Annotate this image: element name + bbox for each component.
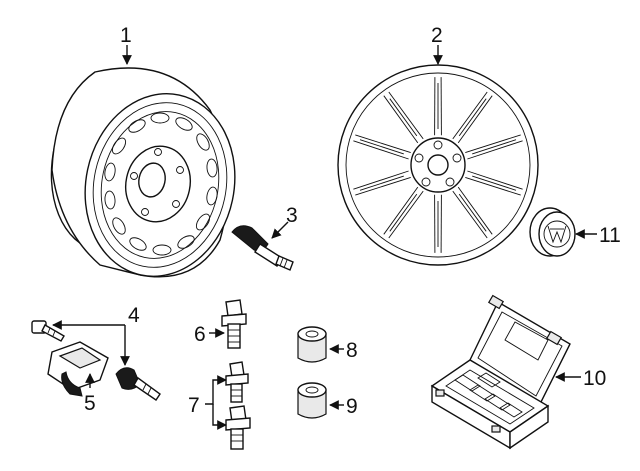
- callout-3: 3: [286, 204, 298, 227]
- spoke-edge: [457, 186, 493, 235]
- callout-9: 9: [346, 395, 358, 418]
- callout-5: 5: [84, 392, 96, 415]
- spokes: [353, 77, 523, 253]
- spoke-edge: [355, 134, 411, 154]
- callout-1: 1: [120, 24, 132, 47]
- callout-6: 6: [194, 323, 206, 346]
- tpms-valve: [115, 367, 161, 401]
- tpms-screw: [31, 320, 65, 342]
- callout-8: 8: [346, 339, 358, 362]
- spoke-groove: [359, 175, 404, 191]
- spoke-groove: [389, 98, 418, 137]
- steel-wheel: [50, 67, 236, 278]
- spoke-groove: [458, 98, 487, 137]
- tool-case: [430, 294, 571, 450]
- spoke-edge: [388, 190, 424, 239]
- spoke-edge: [355, 176, 411, 196]
- spoke-edge: [388, 91, 424, 140]
- center-cap: [529, 207, 576, 257]
- wheel-lock: [297, 326, 327, 363]
- callout-11: 11: [599, 224, 621, 247]
- spoke-edge: [457, 95, 493, 144]
- spoke-edge: [353, 140, 409, 160]
- lug-bolt-upper: [225, 361, 249, 403]
- lock-key: [297, 382, 327, 419]
- callout-2: 2: [431, 24, 443, 47]
- spoke-edge: [452, 190, 488, 239]
- spoke-edge: [383, 186, 419, 235]
- spoke-groove: [359, 139, 404, 155]
- valve-stem: [231, 225, 294, 271]
- callout-7: 7: [188, 394, 200, 417]
- callout-4: 4: [128, 304, 140, 327]
- lug-bolt-lower: [225, 405, 251, 450]
- alloy-wheel: [337, 64, 539, 266]
- spoke-groove: [472, 175, 517, 191]
- spoke-edge: [467, 170, 523, 190]
- spoke-groove: [458, 193, 487, 232]
- spoke-edge: [452, 91, 488, 140]
- spoke-edge: [383, 95, 419, 144]
- tpms-sensor: [47, 341, 109, 397]
- spoke-groove: [389, 193, 418, 232]
- lug-bolt: [221, 299, 247, 349]
- spoke-edge: [467, 140, 523, 160]
- spoke-edge: [465, 134, 521, 154]
- spoke-groove: [472, 139, 517, 155]
- callout-10: 10: [583, 367, 606, 390]
- spoke-edge: [353, 170, 409, 190]
- spoke-edge: [465, 176, 521, 196]
- vent-holes: [104, 112, 218, 256]
